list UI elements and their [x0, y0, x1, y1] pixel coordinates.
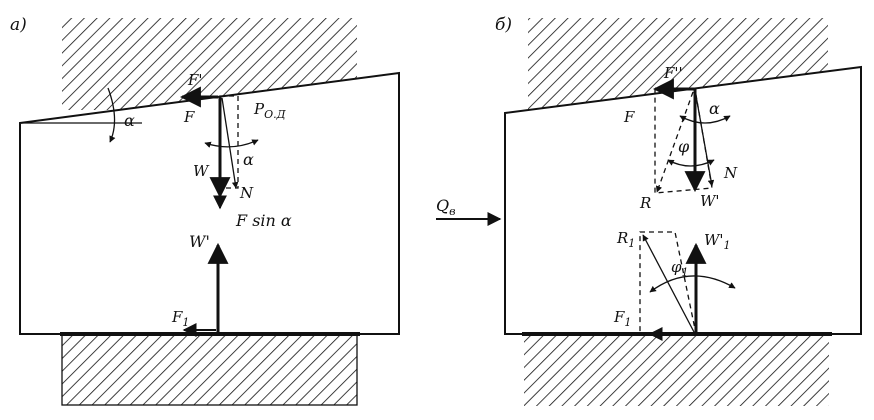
label-f: F	[623, 108, 635, 126]
phi-arc	[667, 159, 715, 167]
wedge-body	[19, 71, 400, 335]
label-w-prime: W'	[189, 232, 210, 251]
panel-b-label: б)	[495, 15, 512, 35]
label-phi: φ	[678, 137, 690, 156]
label-n: N	[239, 184, 254, 202]
alpha-arc-right	[204, 139, 259, 148]
label-alpha-left: α	[124, 111, 135, 130]
label-f1: F1	[613, 308, 631, 329]
lower-fixed-block	[62, 333, 357, 405]
panel-a: а) F' F α PО.Д α W N F sin α W' F1	[10, 15, 400, 406]
label-w: W	[193, 162, 210, 180]
lower-fixed-block	[524, 334, 829, 406]
alpha-arc-left	[107, 87, 116, 143]
phi1-arc	[649, 275, 736, 293]
label-r: R	[639, 194, 651, 212]
contact-line-bottom	[60, 332, 360, 336]
label-f-prime: F'	[187, 71, 203, 89]
label-alpha-right: α	[243, 150, 254, 169]
panel-b: б) Qв F'' F α φ N R W' R1 W'1 φ1 F1	[436, 15, 862, 406]
wedge-body	[504, 65, 862, 335]
label-r1: R1	[616, 229, 635, 250]
label-phi1: φ1	[671, 258, 689, 279]
label-f1: F1	[171, 308, 189, 329]
alpha-arc	[679, 115, 731, 124]
label-n: N	[723, 164, 738, 182]
label-q-b: Qв	[436, 196, 456, 218]
panel-a-label: а)	[10, 15, 27, 35]
label-f-sin-alpha: F sin α	[235, 211, 292, 230]
label-w-prime: W'	[700, 192, 720, 210]
label-f: F	[183, 108, 195, 126]
label-w1-prime: W'1	[704, 231, 731, 252]
force-n-arrow	[694, 89, 715, 187]
label-f-double-prime: F''	[663, 64, 683, 82]
label-alpha: α	[709, 99, 720, 118]
label-p-od: PО.Д	[253, 100, 287, 121]
